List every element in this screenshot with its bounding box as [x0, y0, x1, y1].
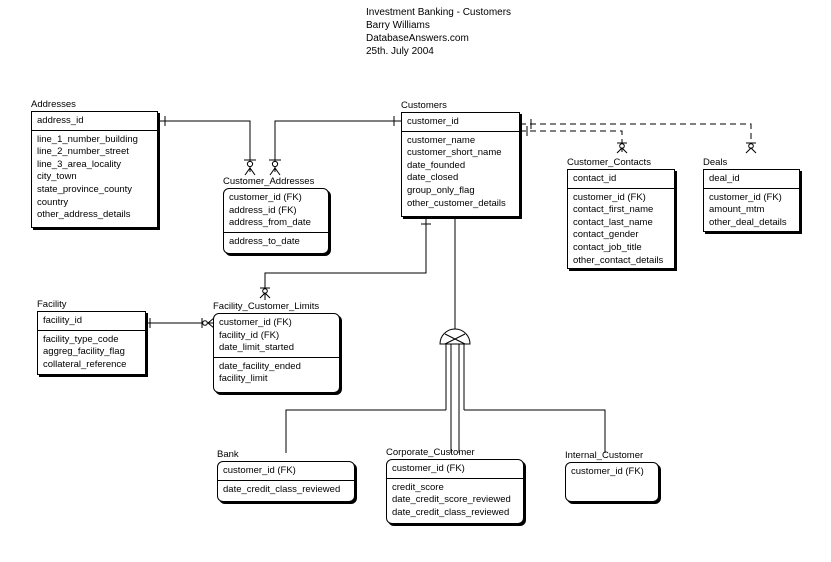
entity-pk-section: customer_id — [402, 113, 519, 132]
diagram-site: DatabaseAnswers.com — [366, 33, 469, 44]
entity-name-customer-contacts: Customer_Contacts — [567, 157, 651, 168]
pk-field: date_limit_started — [219, 342, 294, 354]
attr-field: city_town — [37, 171, 77, 183]
attr-field: state_province_county — [37, 183, 133, 195]
attr-field: other_contact_details — [573, 254, 664, 266]
entity-attr-section: line_1_number_building line_2_number_str… — [32, 131, 157, 224]
attr-field: contact_gender — [573, 229, 639, 241]
pk-field: customer_id (FK) — [392, 463, 465, 474]
attr-field: line_1_number_building — [37, 133, 138, 145]
attr-field: other_address_details — [37, 209, 131, 221]
attr-field: aggreg_facility_flag — [43, 346, 125, 358]
entity-attr-section: facility_type_code aggreg_facility_flag … — [38, 331, 145, 374]
entity-pk-section: customer_id (FK) address_id (FK) address… — [224, 189, 328, 233]
entity-pk-section: customer_id (FK) — [566, 463, 658, 481]
entity-name-facility: Facility — [37, 299, 67, 310]
attr-field: customer_name — [407, 134, 476, 146]
attr-field: contact_first_name — [573, 204, 654, 216]
attr-field: date_founded — [407, 159, 466, 171]
attr-field: collateral_reference — [43, 358, 127, 370]
attr-field: credit_score — [392, 481, 444, 493]
pk-field: address_from_date — [229, 217, 311, 229]
entity-customer-contacts[interactable]: contact_id customer_id (FK) contact_firs… — [567, 169, 675, 269]
entity-facility[interactable]: facility_id facility_type_code aggreg_fa… — [37, 311, 146, 375]
entity-customers[interactable]: customer_id customer_name customer_short… — [401, 112, 520, 217]
entity-pk-section: customer_id (FK) — [387, 460, 523, 479]
attr-field: customer_id (FK) — [573, 191, 646, 203]
entity-name-facility-customer-limits: Facility_Customer_Limits — [213, 301, 320, 312]
attr-field: date_closed — [407, 172, 459, 184]
rel-addresses-customer-addresses — [158, 120, 251, 172]
attr-field: address_to_date — [229, 235, 300, 247]
attr-field: line_3_area_locality — [37, 158, 121, 170]
attr-field: date_credit_class_reviewed — [392, 506, 510, 518]
entity-deals[interactable]: deal_id customer_id (FK) amount_mtm othe… — [703, 169, 800, 232]
pk-field: customer_id (FK) — [223, 465, 296, 476]
entity-name-customer-addresses: Customer_Addresses — [223, 176, 315, 187]
entity-name-addresses: Addresses — [31, 99, 76, 110]
attr-field: contact_job_title — [573, 241, 642, 253]
rel-customers-deals — [520, 123, 752, 152]
entity-name-bank: Bank — [217, 449, 239, 460]
entity-name-internal-customer: Internal_Customer — [565, 450, 644, 461]
entity-pk-section: facility_id — [38, 312, 145, 331]
entity-bank[interactable]: customer_id (FK) date_credit_class_revie… — [217, 461, 355, 502]
pk-field: contact_id — [573, 173, 617, 184]
entity-facility-customer-limits[interactable]: customer_id (FK) facility_id (FK) date_l… — [213, 313, 340, 393]
pk-field: customer_id (FK) — [571, 466, 644, 477]
entity-attr-section: credit_score date_credit_score_reviewed … — [387, 479, 523, 522]
entity-attr-section: customer_id (FK) amount_mtm other_deal_d… — [704, 189, 799, 232]
attr-field: other_customer_details — [407, 197, 506, 209]
entity-name-corporate-customer: Corporate_Customer — [386, 447, 475, 458]
pk-field: address_id — [37, 115, 84, 126]
rel-customers-customer-contacts — [520, 130, 623, 152]
pk-field: customer_id (FK) — [229, 192, 302, 203]
entity-pk-section: customer_id (FK) — [218, 462, 354, 481]
pk-field: facility_id — [43, 315, 83, 326]
entity-name-deals: Deals — [703, 157, 728, 168]
rel-customers-customer-addresses — [274, 120, 401, 172]
pk-field: deal_id — [709, 173, 740, 184]
attr-field: customer_id (FK) — [709, 191, 782, 203]
attr-field: contact_last_name — [573, 216, 653, 228]
diagram-author: Barry Williams — [366, 20, 430, 31]
entity-pk-section: address_id — [32, 112, 157, 131]
entity-attr-section: date_facility_ended facility_limit — [214, 358, 339, 388]
entity-pk-section: customer_id (FK) facility_id (FK) date_l… — [214, 314, 339, 358]
attr-field: date_facility_ended — [219, 360, 301, 372]
entity-pk-section: deal_id — [704, 170, 799, 189]
entity-addresses[interactable]: address_id line_1_number_building line_2… — [31, 111, 158, 228]
attr-field: line_2_number_street — [37, 146, 129, 158]
attr-field: other_deal_details — [709, 216, 787, 228]
attr-field: date_credit_score_reviewed — [392, 494, 511, 506]
entity-internal-customer[interactable]: customer_id (FK) — [565, 462, 659, 502]
attr-field: customer_short_name — [407, 147, 502, 159]
entity-pk-section: contact_id — [568, 170, 674, 189]
entity-customer-addresses[interactable]: customer_id (FK) address_id (FK) address… — [223, 188, 329, 254]
entity-name-customers: Customers — [401, 100, 447, 111]
attr-field: country — [37, 196, 69, 208]
pk-field: facility_id (FK) — [219, 329, 280, 341]
diagram-date: 25th. July 2004 — [366, 46, 434, 57]
pk-field: address_id (FK) — [229, 204, 297, 216]
pk-field: customer_id (FK) — [219, 317, 292, 328]
diagram-title: Investment Banking - Customers — [366, 7, 512, 18]
attr-field: amount_mtm — [709, 204, 765, 216]
attr-field: facility_limit — [219, 373, 268, 385]
entity-attr-section: address_to_date — [224, 233, 328, 251]
pk-field: customer_id — [407, 116, 459, 127]
entity-corporate-customer[interactable]: customer_id (FK) credit_score date_credi… — [386, 459, 524, 524]
entity-attr-section: customer_id (FK) contact_first_name cont… — [568, 189, 674, 270]
diagram-header: Investment Banking - Customers Barry Wil… — [366, 6, 511, 58]
entity-attr-section: customer_name customer_short_name date_f… — [402, 132, 519, 213]
attr-field: facility_type_code — [43, 333, 119, 345]
attr-field: date_credit_class_reviewed — [223, 483, 341, 495]
subtype-symbol — [439, 328, 471, 345]
attr-field: group_only_flag — [407, 184, 475, 196]
entity-attr-section: date_credit_class_reviewed — [218, 481, 354, 499]
rel-customers-facility-limits — [264, 217, 427, 300]
